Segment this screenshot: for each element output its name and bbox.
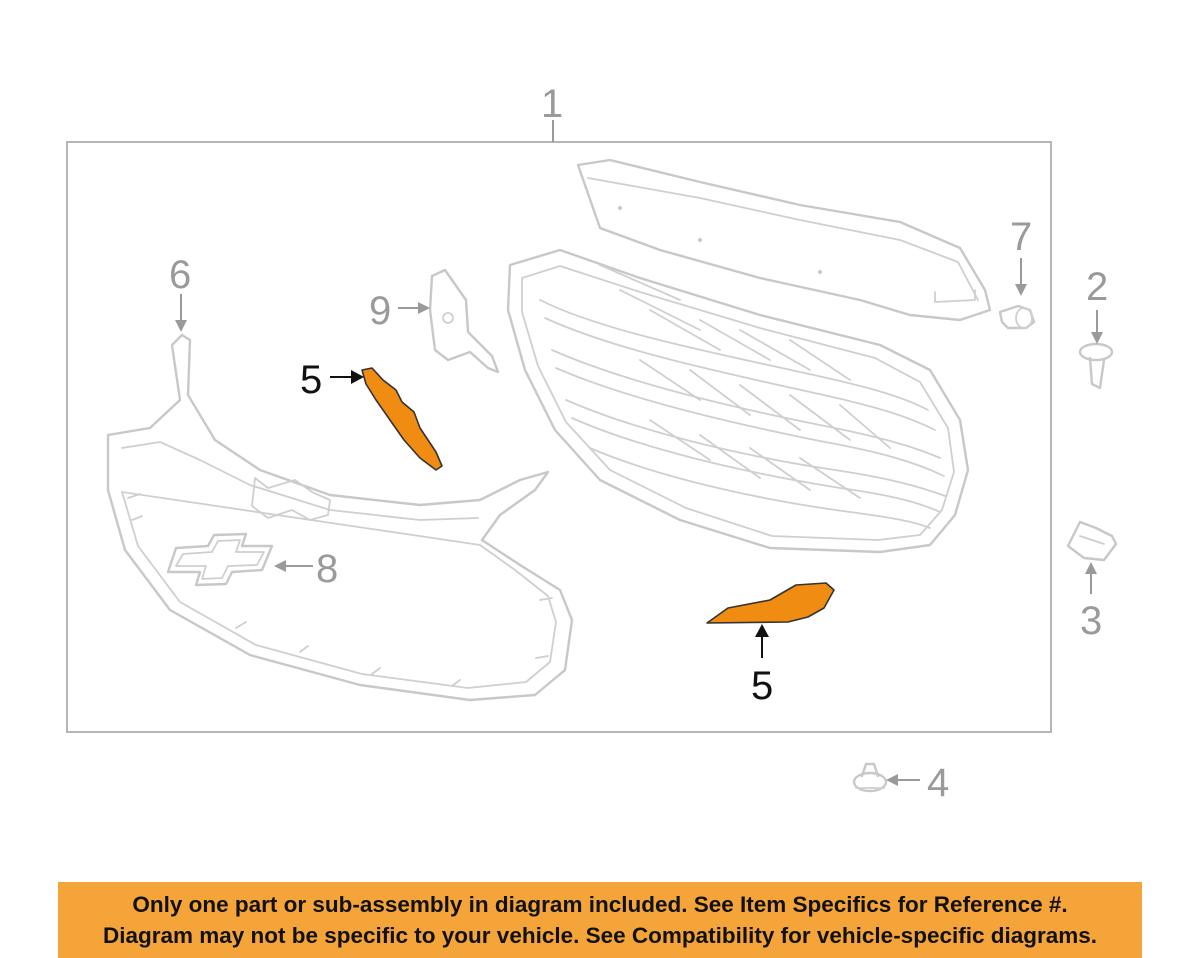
highlighted-part-lower	[706, 582, 835, 624]
notice-line-1: Only one part or sub-assembly in diagram…	[132, 892, 1068, 917]
emblem-retainer	[1078, 342, 1114, 390]
callout-5-upper: 5	[300, 358, 322, 402]
side-bracket	[428, 268, 500, 374]
chevrolet-emblem	[166, 532, 274, 587]
callout-4: 4	[927, 761, 949, 805]
callout-3: 3	[1080, 599, 1102, 643]
callout-2: 2	[1086, 265, 1108, 309]
assembly-frame	[66, 141, 1052, 733]
callout-1: 1	[541, 82, 563, 126]
grille-mesh	[506, 158, 992, 554]
bracket	[1066, 520, 1118, 562]
callout-8: 8	[316, 547, 338, 591]
notice-line-2: Diagram may not be specific to your vehi…	[102, 923, 1098, 948]
callout-9: 9	[369, 289, 391, 333]
callout-7: 7	[1010, 215, 1032, 259]
parts-diagram: 1 6	[66, 82, 1118, 805]
push-clip	[852, 762, 888, 793]
callout-5-lower: 5	[751, 664, 773, 708]
surround-trim	[106, 333, 574, 702]
callout-6: 6	[169, 253, 191, 297]
notice-banner: Only one part or sub-assembly in diagram…	[58, 882, 1142, 958]
highlighted-part-upper	[361, 367, 443, 471]
bolt	[998, 304, 1036, 330]
